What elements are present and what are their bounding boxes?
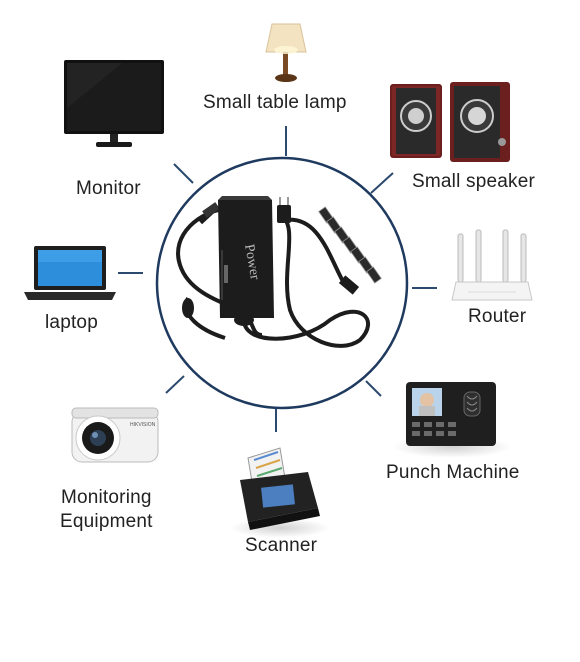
adapter-brand-text: Power [241,243,262,281]
router-icon [451,229,533,301]
label-punch-machine: Punch Machine [386,462,520,483]
label-monitoring-line2: Equipment [60,511,153,532]
power-adapter-icon: Power [176,196,382,348]
table-lamp-icon [265,23,307,82]
connector-speaker [370,172,394,194]
laptop-icon [24,246,116,300]
label-monitoring-equipment: Monitoring Equipment [60,486,153,534]
monitor-icon [64,60,164,147]
scanner-icon [240,447,320,530]
label-small-table-lamp: Small table lamp [203,92,347,113]
small-speaker-icon [390,82,510,162]
label-router: Router [468,306,527,327]
label-laptop: laptop [45,312,98,333]
punch-machine-icon [406,382,496,446]
label-small-speaker: Small speaker [412,171,535,192]
security-camera-icon: HIKVISION [71,407,159,463]
label-monitor: Monitor [76,178,141,199]
connector-monitoring [165,375,185,394]
label-monitoring-line1: Monitoring [60,487,152,508]
svg-text:HIKVISION: HIKVISION [130,422,156,428]
connector-monitor [173,163,194,184]
label-scanner: Scanner [245,535,318,556]
connector-punch [365,380,382,397]
hub-circle [155,156,409,410]
